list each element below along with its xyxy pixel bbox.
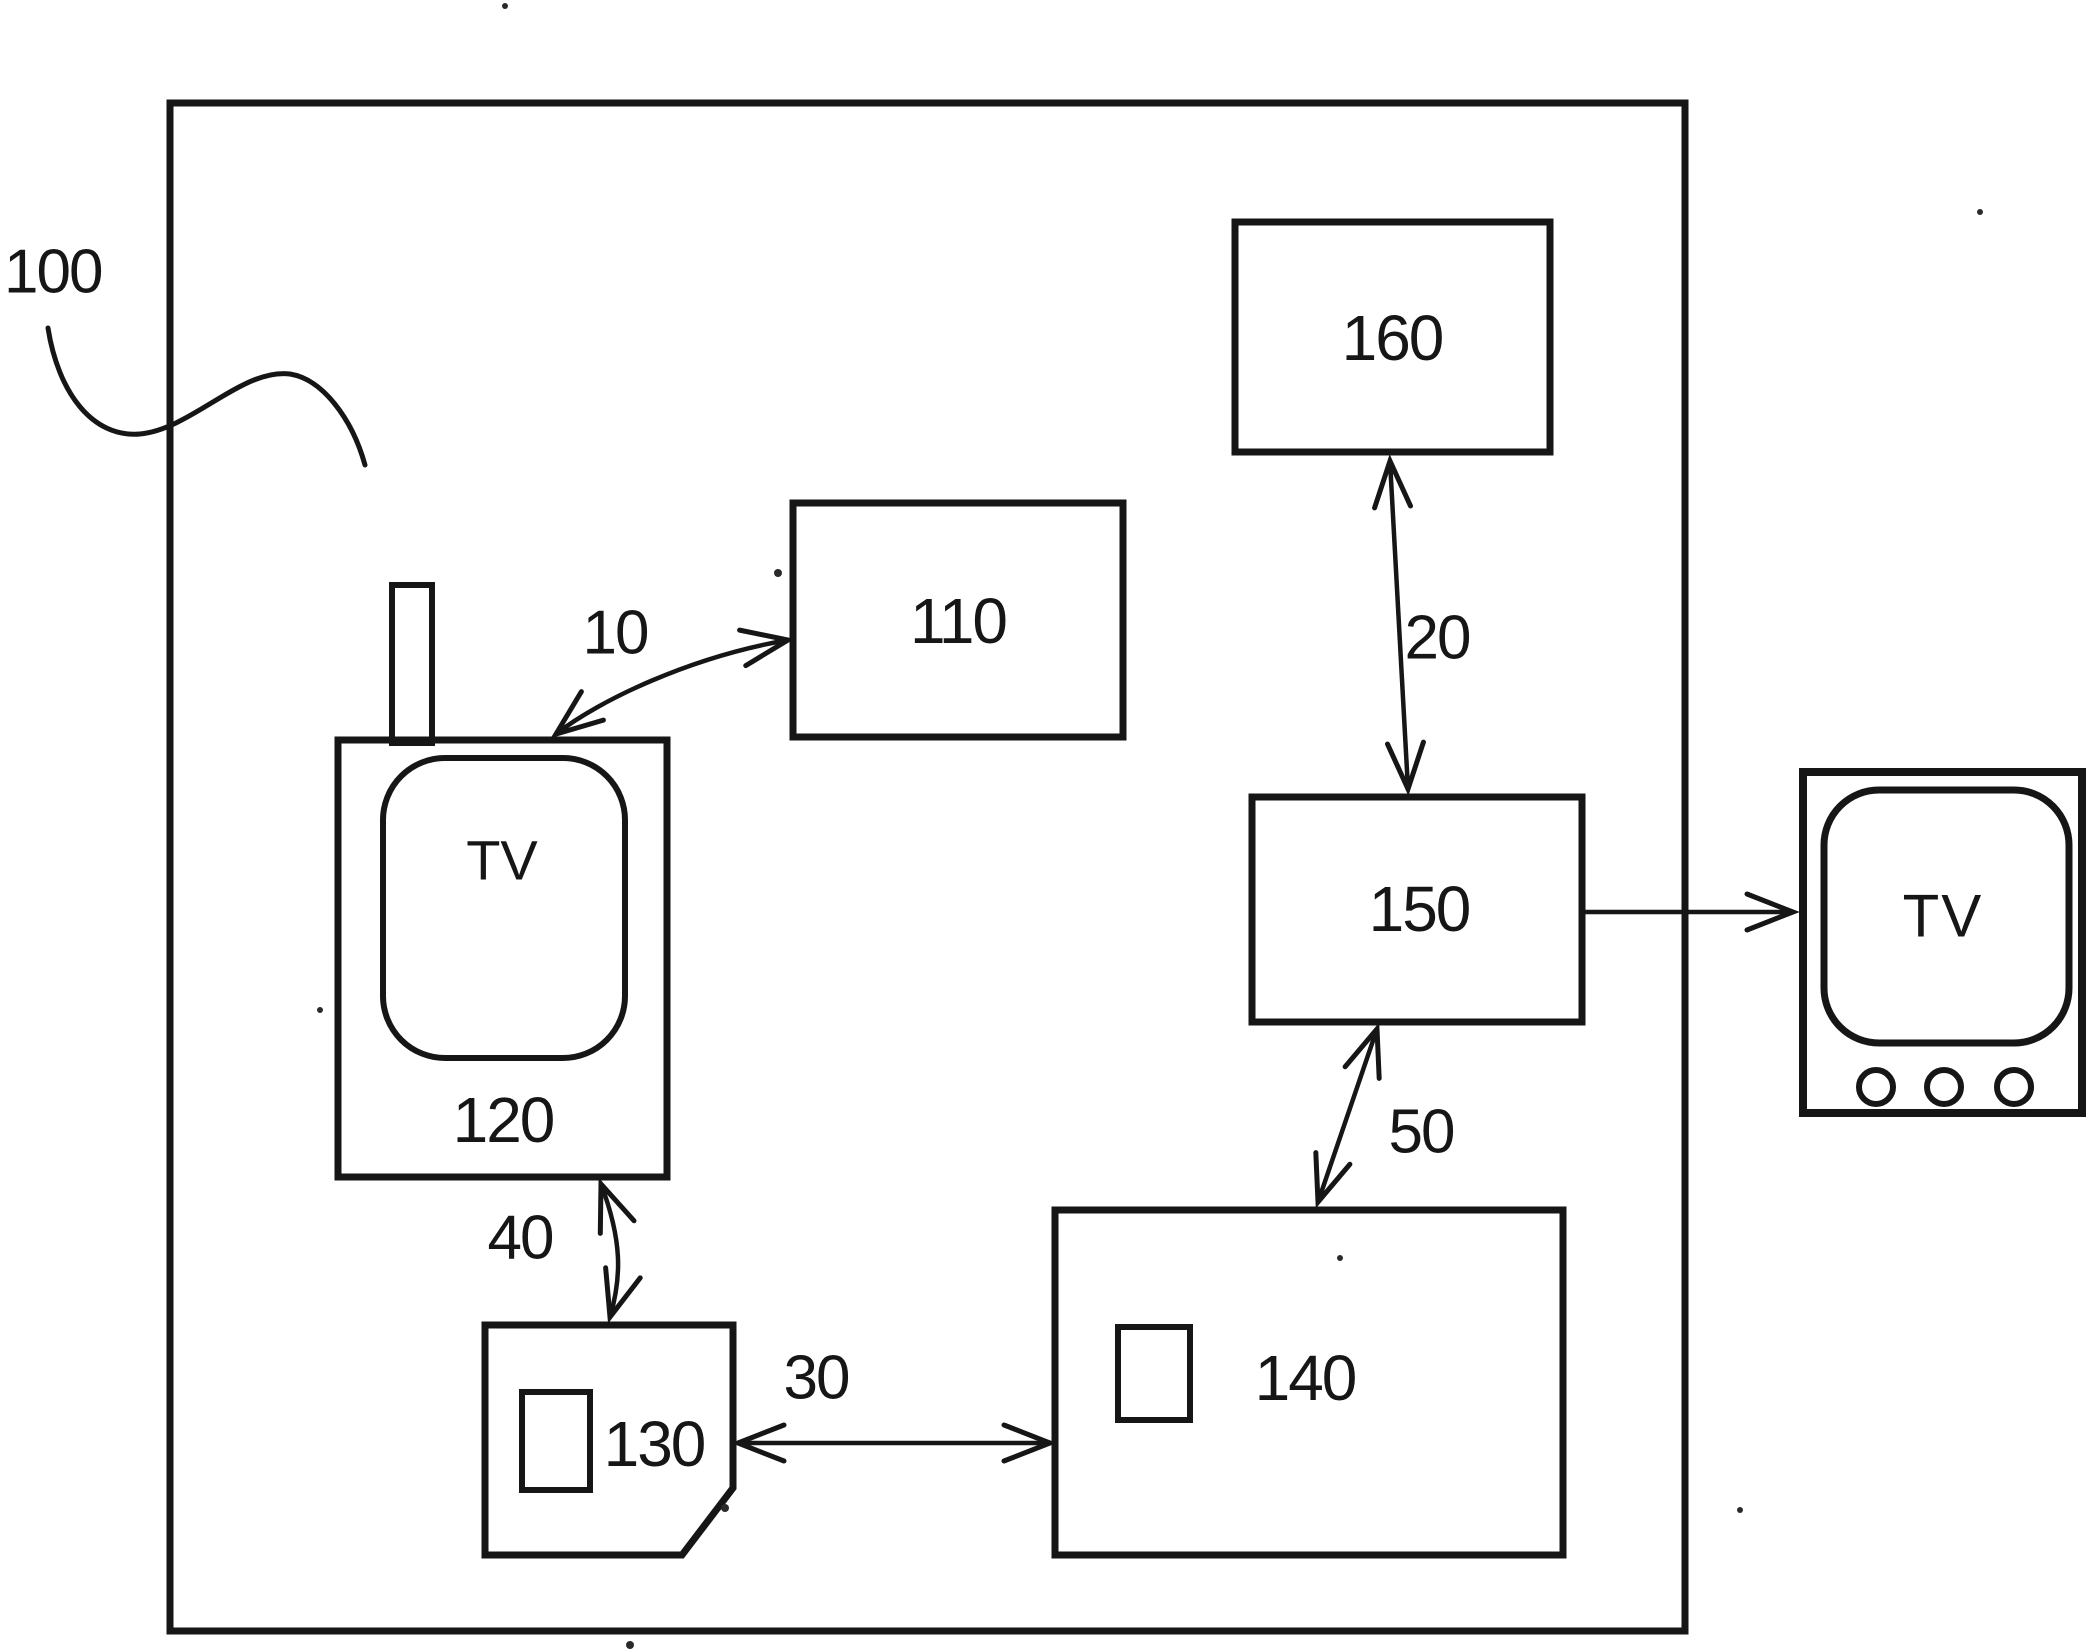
- box-160-label: 160: [1342, 302, 1443, 374]
- external-tv-body: [1799, 768, 2086, 1117]
- arrow-50: [1313, 1022, 1382, 1209]
- module-140-label: 140: [1255, 1342, 1356, 1414]
- scan-speck: [502, 3, 508, 9]
- external-tv-knob: [1924, 1067, 1964, 1107]
- arrow-20: [1372, 454, 1426, 796]
- arrow-50-label: 50: [1389, 1098, 1454, 1167]
- module-140-body: [1051, 1206, 1567, 1559]
- module-140-chip: [1115, 1324, 1193, 1423]
- node-box-160: 160: [1231, 218, 1554, 456]
- node-box-110: 110: [789, 499, 1127, 741]
- scan-speck: [721, 1504, 729, 1512]
- arrow-40: [597, 1177, 643, 1324]
- scan-speck: [317, 1007, 323, 1013]
- scan-speck: [1337, 1255, 1343, 1261]
- node-external-tv: TV: [1799, 768, 2086, 1117]
- system-ref-leader-squiggle: [45, 325, 368, 468]
- scan-speck: [1977, 209, 1983, 215]
- box-110-label: 110: [910, 585, 1006, 657]
- box-110: [789, 499, 1127, 741]
- node-module-140: 140: [1051, 1206, 1567, 1559]
- box-150-label: 150: [1369, 873, 1470, 945]
- box-150: [1248, 793, 1586, 1026]
- system-boundary-box: [166, 99, 1689, 1635]
- external-tv-knob: [1856, 1067, 1896, 1107]
- external-tv-screen: [1820, 786, 2073, 1047]
- phone-antenna: [389, 582, 435, 746]
- phone-screen-label: TV: [466, 829, 538, 892]
- sim-card-chip: [519, 1389, 593, 1493]
- scan-speck: [626, 1641, 634, 1649]
- node-box-150: 150: [1248, 793, 1586, 1026]
- phone-screen: [380, 755, 628, 1061]
- arrow-40-label: 40: [488, 1204, 553, 1273]
- scan-speck: [774, 569, 782, 577]
- arrow-10-label: 10: [583, 599, 648, 668]
- external-tv-label: TV: [1903, 883, 1984, 950]
- arrow-10: [550, 627, 795, 739]
- scan-speck: [1737, 1507, 1743, 1513]
- system-ref-label: 100: [4, 238, 102, 307]
- arrow-20-label: 20: [1405, 604, 1470, 673]
- phone-120-label: 120: [453, 1084, 554, 1156]
- node-sim-130: 130: [481, 1321, 737, 1559]
- external-tv-knob: [1994, 1067, 2034, 1107]
- sim-card-body: [481, 1321, 737, 1559]
- box-160: [1231, 218, 1554, 456]
- sim-130-label: 130: [604, 1408, 705, 1480]
- node-phone-120: TV 120: [334, 582, 671, 1181]
- arrow-30-label: 30: [784, 1344, 849, 1413]
- phone-body: [334, 736, 671, 1181]
